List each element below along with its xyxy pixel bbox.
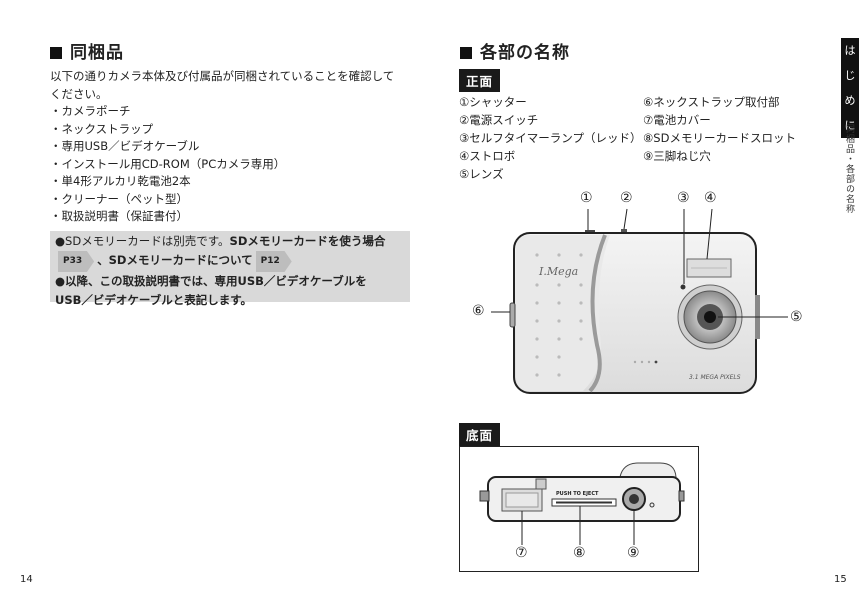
part-item: ①シャッター <box>459 95 527 109</box>
contents-list: ・カメラポーチ ・ネックストラップ ・専用USB／ビデオケーブル ・インストール… <box>50 103 412 226</box>
list-item: ・クリーナー（ペット型） <box>50 191 188 206</box>
part-item: ②電源スイッチ <box>459 113 539 127</box>
part-item: ③セルフタイマーランプ（レッド） <box>459 131 642 145</box>
square-bullet-icon <box>460 47 472 59</box>
callout-3: ③ <box>677 190 690 206</box>
square-bullet-icon <box>50 47 62 59</box>
list-item: ・カメラポーチ <box>50 104 131 118</box>
left-section-heading: 同梱品 <box>50 38 124 63</box>
page-ref-tag[interactable]: P12 <box>255 251 292 272</box>
list-item: ・取扱説明書（保証書付） <box>50 209 188 223</box>
part-item: ⑧SDメモリーカードスロット <box>643 131 796 145</box>
camera-brand-text: I.Mega <box>538 265 578 278</box>
parts-list-col1: ①シャッター ②電源スイッチ ③セルフタイマーランプ（レッド） ④ストロボ ⑤レ… <box>459 93 641 183</box>
callout-6: ⑥ <box>472 303 485 319</box>
callout-9: ⑨ <box>627 545 640 561</box>
part-item: ⑦電池カバー <box>643 113 711 127</box>
right-section-heading: 各部の名称 <box>460 38 570 63</box>
intro-text: 以下の通りカメラ本体及び付属品が同梱されていることを確認して ください。 ・カメ… <box>50 68 412 226</box>
camera-spec-text: 3.1 MEGA PIXELS <box>689 374 741 381</box>
part-item: ⑨三脚ねじ穴 <box>643 149 711 163</box>
note-box: ●SDメモリーカードは別売です。SDメモリーカードを使う場合 P33、SDメモリ… <box>50 231 410 307</box>
bottom-view-frame <box>459 446 699 572</box>
callout-8: ⑧ <box>573 545 586 561</box>
callout-7: ⑦ <box>515 545 528 561</box>
callout-2: ② <box>620 190 633 206</box>
list-item: ・単4形アルカリ乾電池2本 <box>50 174 191 188</box>
page-ref-tag[interactable]: P33 <box>58 251 95 272</box>
camera-front-illustration: I.Mega 3.1 MEGA PIXELS <box>491 208 788 394</box>
camera-bottom-illustration: PUSH TO EJECT <box>479 462 685 545</box>
callout-4: ④ <box>704 190 717 206</box>
front-label: 正面 <box>459 69 501 92</box>
page-number-left: 14 <box>20 574 33 585</box>
part-item: ④ストロボ <box>459 149 516 163</box>
callout-1: ① <box>580 190 593 206</box>
slot-text: PUSH TO EJECT <box>556 491 599 497</box>
section-side-text: 同梱品・各部の名称 <box>844 124 854 214</box>
list-item: ・ネックストラップ <box>50 121 154 136</box>
intro-line: 以下の通りカメラ本体及び付属品が同梱されていることを確認して <box>50 69 395 83</box>
list-item: ・インストール用CD-ROM（PCカメラ専用） <box>50 156 286 171</box>
self-timer-lamp-shape <box>680 284 686 290</box>
page-number-right: 15 <box>834 574 847 585</box>
bottom-label: 底面 <box>459 423 501 446</box>
chapter-side-tab[interactable]: は じ め に <box>841 38 859 138</box>
part-item: ⑥ネックストラップ取付部 <box>643 95 780 109</box>
part-item: ⑤レンズ <box>459 167 504 181</box>
intro-line: ください。 <box>50 86 108 101</box>
parts-list-col2: ⑥ネックストラップ取付部 ⑦電池カバー ⑧SDメモリーカードスロット ⑨三脚ねじ… <box>643 93 796 165</box>
list-item: ・専用USB／ビデオケーブル <box>50 139 200 153</box>
callout-5: ⑤ <box>790 309 803 325</box>
